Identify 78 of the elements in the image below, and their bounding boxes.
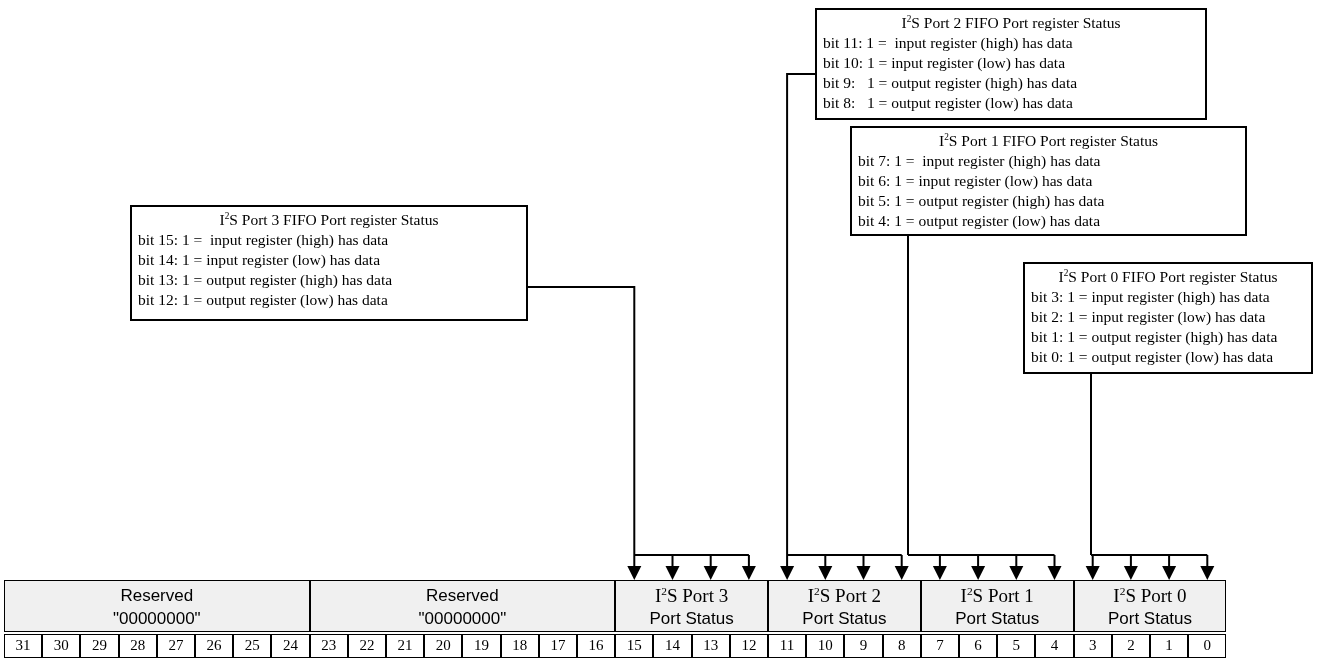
bit-number: 6: [959, 634, 998, 658]
bit-description: bit 10: 1 = input register (low) has data: [823, 53, 1067, 73]
field-text: Reserved: [425, 585, 500, 607]
bit-description: bit 4: 1 = output register (low) has data: [858, 211, 1102, 231]
bit-number: 21: [386, 634, 425, 658]
field-text: "00000000": [111, 608, 202, 630]
field-text: Port Status: [954, 608, 1041, 630]
bit-description: bit 8: 1 = output register (low) has data: [823, 93, 1074, 113]
bit-number: 16: [577, 634, 616, 658]
bit-number: 8: [882, 634, 921, 658]
branching-arrow: [907, 235, 1062, 580]
bit-number: 12: [729, 634, 768, 658]
bit-description: bit 11: 1 = input register (high) has data: [823, 33, 1074, 53]
field-text: I$^{2}$S Port 1: [959, 584, 1035, 607]
bit-number: 11: [768, 634, 807, 658]
box-heading: I$^{2}$S Port 2 FIFO Port register Status: [900, 13, 1122, 33]
bit-number: 28: [118, 634, 157, 658]
bit-number: 19: [462, 634, 501, 658]
bit-number: 23: [309, 634, 348, 658]
bit-number: 9: [844, 634, 883, 658]
branching-arrow: [1085, 373, 1215, 580]
bit-number: 5: [997, 634, 1036, 658]
bit-description: bit 6: 1 = input register (low) has data: [858, 171, 1094, 191]
register-field: [920, 580, 1074, 632]
bit-number: 4: [1035, 634, 1074, 658]
bit-number: 20: [424, 634, 463, 658]
box-heading: I$^{2}$S Port 1 FIFO Port register Status: [937, 131, 1160, 151]
bit-number: 29: [80, 634, 119, 658]
bit-description: bit 9: 1 = output register (high) has data: [823, 73, 1079, 93]
bit-number: 24: [271, 634, 310, 658]
bit-description: bit 7: 1 = input register (high) has data: [858, 151, 1102, 171]
bit-number: 17: [538, 634, 577, 658]
bit-description: bit 13: 1 = output register (high) has data: [138, 270, 394, 290]
bit-number: 0: [1188, 634, 1227, 658]
description-box: [850, 126, 1247, 236]
bit-description: bit 1: 1 = output register (high) has data: [1031, 327, 1279, 347]
description-box: [1023, 262, 1313, 374]
bit-number: 14: [653, 634, 692, 658]
field-text: Port Status: [1106, 608, 1194, 630]
branching-arrow: [527, 286, 756, 580]
bit-description: bit 12: 1 = output register (low) has data: [138, 290, 389, 310]
description-box: [130, 205, 528, 321]
register-field: [768, 580, 921, 632]
field-text: Reserved: [119, 585, 195, 607]
box-heading: I$^{2}$S Port 3 FIFO Port register Status: [218, 210, 440, 230]
bit-description: bit 2: 1 = input register (low) has data: [1031, 307, 1267, 327]
bit-number: 13: [691, 634, 730, 658]
register-field: [309, 580, 616, 632]
field-text: I$^{2}$S Port 2: [806, 584, 883, 607]
register-field: [4, 580, 310, 632]
register-field: [615, 580, 768, 632]
bit-number: 26: [195, 634, 234, 658]
bit-number: 18: [500, 634, 539, 658]
bit-number: 7: [920, 634, 959, 658]
bit-description: bit 5: 1 = output register (high) has data: [858, 191, 1106, 211]
box-heading: I$^{2}$S Port 0 FIFO Port register Status: [1057, 267, 1279, 287]
field-text: Port Status: [801, 608, 888, 630]
bit-number: 27: [156, 634, 195, 658]
bit-description: bit 15: 1 = input register (high) has data: [138, 230, 390, 250]
bit-description: bit 14: 1 = input register (low) has data: [138, 250, 382, 270]
description-box: [815, 8, 1207, 120]
bit-number: 3: [1073, 634, 1112, 658]
bit-number: 25: [233, 634, 272, 658]
field-text: I$^{2}$S Port 3: [653, 584, 730, 607]
bit-description: bit 0: 1 = output register (low) has data: [1031, 347, 1275, 367]
bit-number: 15: [615, 634, 654, 658]
bit-description: bit 3: 1 = input register (high) has data: [1031, 287, 1271, 307]
bit-number: 2: [1111, 634, 1150, 658]
bit-number: 1: [1150, 634, 1189, 658]
bit-number: 22: [347, 634, 386, 658]
bit-number: 30: [42, 634, 81, 658]
register-field: [1073, 580, 1227, 632]
field-text: I$^{2}$S Port 0: [1112, 584, 1188, 607]
field-text: Port Status: [648, 608, 735, 630]
branching-arrow: [780, 73, 909, 580]
bit-number: 10: [806, 634, 845, 658]
field-text: "00000000": [417, 608, 508, 630]
bit-number: 31: [4, 634, 43, 658]
